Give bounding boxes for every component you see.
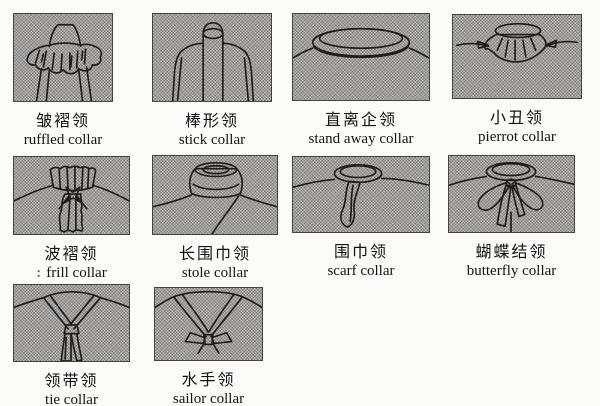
collar-cell-pierrot: 小丑领 pierrot collar	[452, 14, 582, 146]
collar-cell-tie: 领带领 tie collar	[13, 284, 130, 406]
collar-name-en: :frill collar	[13, 265, 130, 282]
stand-away-collar-drawing	[293, 27, 429, 59]
collar-name-zh: 波褶领	[44, 246, 99, 263]
collar-cell-butterfly: 蝴蝶结领 butterfly collar	[448, 155, 575, 280]
collar-cell-sailor: 水手领 sailor collar	[154, 287, 263, 406]
collar-name-zh: 领带领	[44, 373, 99, 390]
stick-collar-drawing	[171, 21, 255, 101]
collar-name-zh: 蝴蝶结领	[475, 244, 548, 261]
collar-name-en: pierrot collar	[478, 129, 556, 145]
sailor-collar-drawing	[155, 290, 262, 355]
collar-cell-stick: 棒形领 stick collar	[152, 13, 272, 149]
collar-name-en: tie collar	[45, 392, 98, 406]
collar-figure-tie	[13, 284, 130, 362]
collar-name-en: stick collar	[178, 132, 246, 148]
collar-figure-ruffled	[13, 13, 113, 102]
ruffled-collar-drawing	[26, 23, 103, 101]
frill-collar-drawing	[14, 165, 129, 233]
tie-collar-drawing	[14, 290, 129, 361]
stole-collar-drawing	[153, 161, 277, 234]
collar-figure-sailor	[154, 287, 263, 361]
collar-figure-stand-away	[292, 13, 430, 101]
collar-cell-frill: 波褶领 :frill collar	[13, 156, 130, 282]
collar-figure-scarf	[292, 156, 430, 233]
collar-cell-scarf: 围巾领 scarf collar	[292, 156, 430, 280]
scarf-collar-drawing	[293, 163, 429, 228]
collar-figure-butterfly	[448, 155, 575, 233]
stray-mark: :	[36, 265, 42, 281]
collar-name-zh: 直离企领	[324, 112, 397, 129]
butterfly-collar-drawing	[449, 161, 574, 232]
collar-figure-frill	[13, 156, 130, 235]
collar-name-zh: 皱褶领	[35, 113, 90, 130]
collar-name-en: ruffled collar	[23, 132, 103, 148]
collar-figure-pierrot	[452, 14, 582, 99]
collar-cell-ruffled: 皱褶领 ruffled collar	[13, 13, 113, 149]
collar-name-en-text: frill collar	[46, 265, 107, 281]
collar-name-zh: 小丑领	[489, 110, 544, 127]
collar-name-en: scarf collar	[327, 263, 395, 279]
collar-name-en: butterfly collar	[466, 263, 557, 279]
collar-name-en: sailor collar	[172, 391, 245, 406]
collar-cell-stole: 长围巾领 stole collar	[152, 155, 278, 282]
collar-name-zh: 棒形领	[184, 113, 239, 130]
collar-name-zh: 围巾领	[333, 244, 388, 261]
collar-cell-stand-away: 直离企领 stand away collar	[292, 13, 430, 148]
collar-figure-stick	[152, 13, 272, 102]
collar-name-zh: 长围巾领	[178, 246, 251, 263]
collar-name-en: stole collar	[181, 265, 249, 281]
collar-figure-stole	[152, 155, 278, 235]
collar-name-en: stand away collar	[308, 131, 414, 147]
collar-name-zh: 水手领	[181, 372, 236, 389]
pierrot-collar-drawing	[456, 22, 578, 63]
